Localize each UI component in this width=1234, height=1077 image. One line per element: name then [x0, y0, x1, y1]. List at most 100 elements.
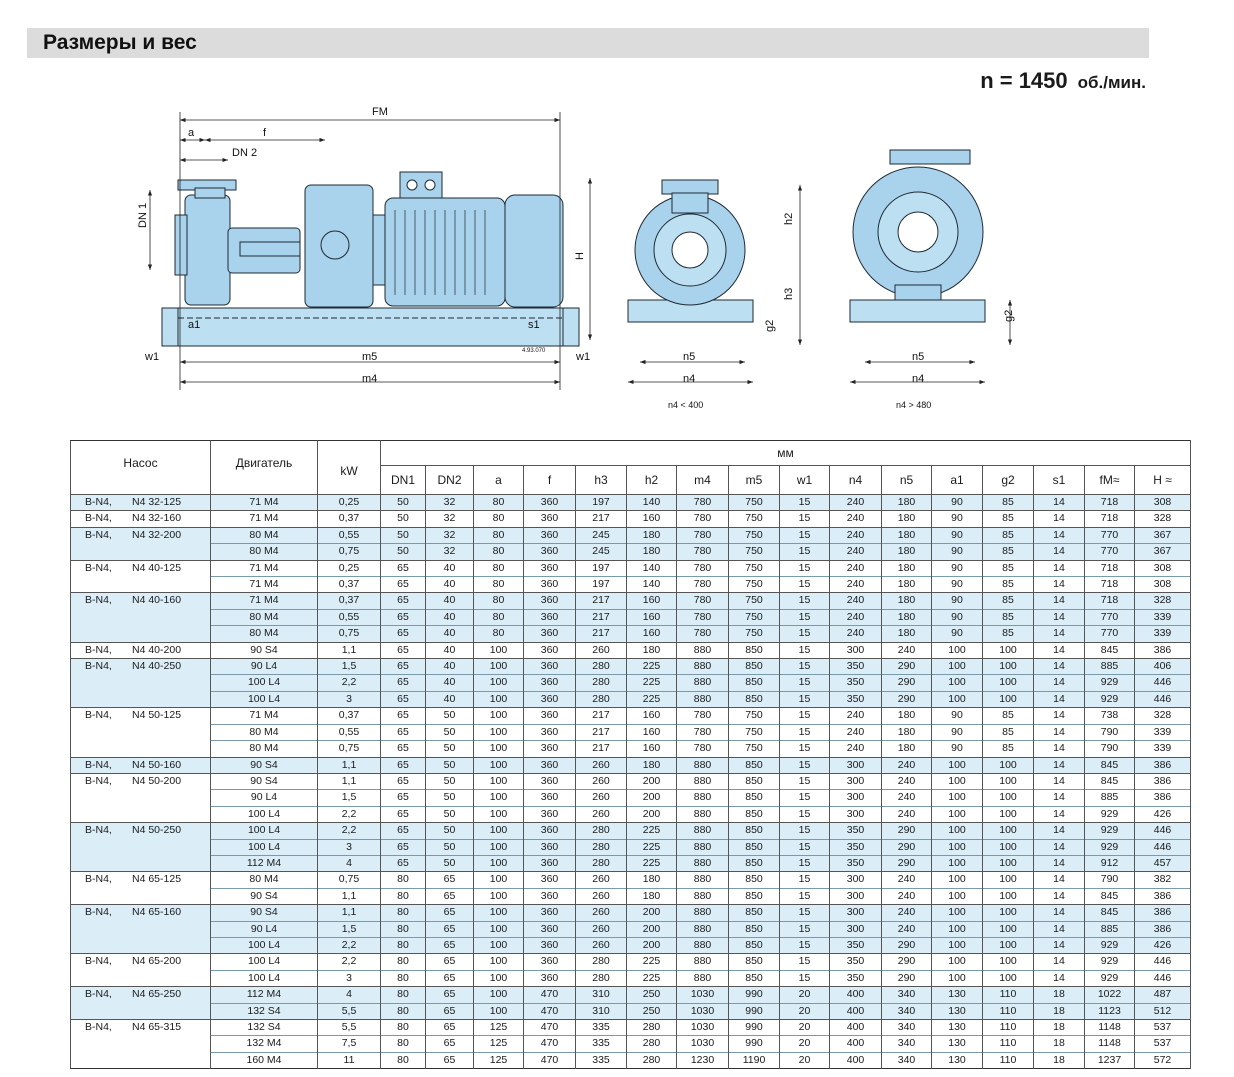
- dimension-cell: 65: [425, 1002, 474, 1020]
- caption-right: n4 > 480: [896, 400, 931, 410]
- dimension-cell: 65: [380, 723, 426, 741]
- base-frame: [177, 307, 564, 347]
- pump-model-cell: B-N4,N4 40-200: [70, 641, 211, 659]
- dimension-cell: 880: [676, 838, 729, 856]
- dimension-cell: 780: [676, 592, 729, 610]
- motor-cell: 71 M4: [210, 510, 318, 528]
- dimension-cell: 386: [1134, 772, 1191, 790]
- dimension-cell: 240: [829, 707, 882, 725]
- dimension-cell: 446: [1134, 838, 1191, 856]
- dimension-cell: 750: [728, 493, 780, 511]
- column-header: a: [473, 465, 524, 495]
- front-view-2-base: [849, 299, 986, 323]
- motor-cell: 80 M4: [210, 608, 318, 626]
- dimension-cell: 100: [982, 904, 1034, 922]
- label-a: a: [188, 127, 195, 139]
- pump-series: B-N4,: [85, 496, 112, 508]
- dimension-cell: 197: [575, 559, 627, 577]
- dimension-cell: 240: [829, 576, 882, 593]
- dimension-cell: 850: [728, 789, 780, 807]
- dimension-cell: 850: [728, 772, 780, 790]
- dimension-cell: 487: [1134, 986, 1191, 1004]
- dimension-cell: 240: [829, 543, 882, 561]
- dimension-cell: 885: [1084, 789, 1135, 807]
- dimension-cell: 446: [1134, 690, 1191, 708]
- dimension-cell: 160: [626, 740, 677, 757]
- dimension-cell: 1030: [676, 1035, 729, 1053]
- dimension-cell: 300: [829, 871, 882, 889]
- dimension-cell: 85: [982, 592, 1034, 610]
- dimension-cell: 240: [829, 625, 882, 643]
- terminal-box: [399, 171, 443, 199]
- dimension-cell: 15: [779, 543, 830, 561]
- dimension-cell: 14: [1033, 854, 1085, 872]
- dimension-cell: 350: [829, 838, 882, 856]
- dimension-cell: 1030: [676, 1018, 729, 1036]
- dimension-cell: 990: [728, 1018, 780, 1036]
- dimension-cell: 1237: [1084, 1051, 1135, 1069]
- dimension-cell: 308: [1134, 576, 1191, 593]
- dimension-cell: 80: [473, 510, 524, 528]
- dimension-cell: 780: [676, 625, 729, 643]
- power-cell: 5,5: [317, 1018, 381, 1036]
- dimension-cell: 180: [881, 576, 932, 593]
- dimension-cell: 80: [473, 543, 524, 561]
- dimension-cell: 125: [473, 1051, 524, 1069]
- dimension-cell: 290: [881, 936, 932, 954]
- label-h: H: [574, 252, 586, 260]
- dimension-cell: 260: [575, 936, 627, 954]
- dimension-cell: 14: [1033, 576, 1085, 593]
- dimension-cell: 1148: [1084, 1018, 1135, 1036]
- label-m4: m4: [362, 373, 377, 385]
- dimension-cell: 850: [728, 641, 780, 659]
- dimension-cell: 14: [1033, 526, 1085, 544]
- pump-series: B-N4,: [85, 709, 112, 722]
- dimension-cell: 718: [1084, 559, 1135, 577]
- dimension-cell: 100: [473, 674, 524, 692]
- dimension-cell: 885: [1084, 920, 1135, 938]
- pump-model: N4 50-125: [132, 709, 182, 722]
- dimension-cell: 14: [1033, 608, 1085, 626]
- dimension-cell: 90: [931, 543, 983, 561]
- dimension-cell: 100: [473, 904, 524, 922]
- pump-series: B-N4,: [85, 873, 112, 886]
- dimension-cell: 1030: [676, 986, 729, 1004]
- dimension-cell: 100: [931, 789, 983, 807]
- dimension-cell: 80: [473, 526, 524, 544]
- dimension-cell: 780: [676, 559, 729, 577]
- label-dn2: DN 2: [232, 147, 257, 159]
- motor-cell: 100 L4: [210, 822, 318, 840]
- dimension-cell: 280: [575, 674, 627, 692]
- power-cell: 1,1: [317, 772, 381, 790]
- pump-series: B-N4,: [85, 988, 112, 1001]
- dimension-cell: 300: [829, 904, 882, 922]
- dimension-cell: 537: [1134, 1018, 1191, 1036]
- dimension-cell: 360: [523, 674, 576, 692]
- dimension-cell: 225: [626, 674, 677, 692]
- dimension-cell: 360: [523, 805, 576, 823]
- dimension-cell: 65: [380, 690, 426, 708]
- dimension-cell: 80: [473, 559, 524, 577]
- dimension-cell: 780: [676, 707, 729, 725]
- dimension-cell: 65: [425, 969, 474, 987]
- motor-cell: 80 M4: [210, 543, 318, 561]
- dimension-cell: 200: [626, 904, 677, 922]
- dimension-cell: 880: [676, 805, 729, 823]
- column-header: m5: [728, 465, 780, 495]
- section-title: Размеры и вес: [43, 31, 197, 54]
- pump-model: N4 65-125: [132, 873, 182, 886]
- dimension-cell: 929: [1084, 936, 1135, 954]
- dimension-cell: 880: [676, 936, 729, 954]
- dimension-cell: 100: [473, 707, 524, 725]
- motor-cell: 80 M4: [210, 740, 318, 757]
- dimension-cell: 20: [779, 1002, 830, 1020]
- motor-cell: 100 L4: [210, 953, 318, 971]
- label-h2: h2: [783, 213, 795, 225]
- power-cell: 0,75: [317, 871, 381, 889]
- dimension-cell: 360: [523, 510, 576, 528]
